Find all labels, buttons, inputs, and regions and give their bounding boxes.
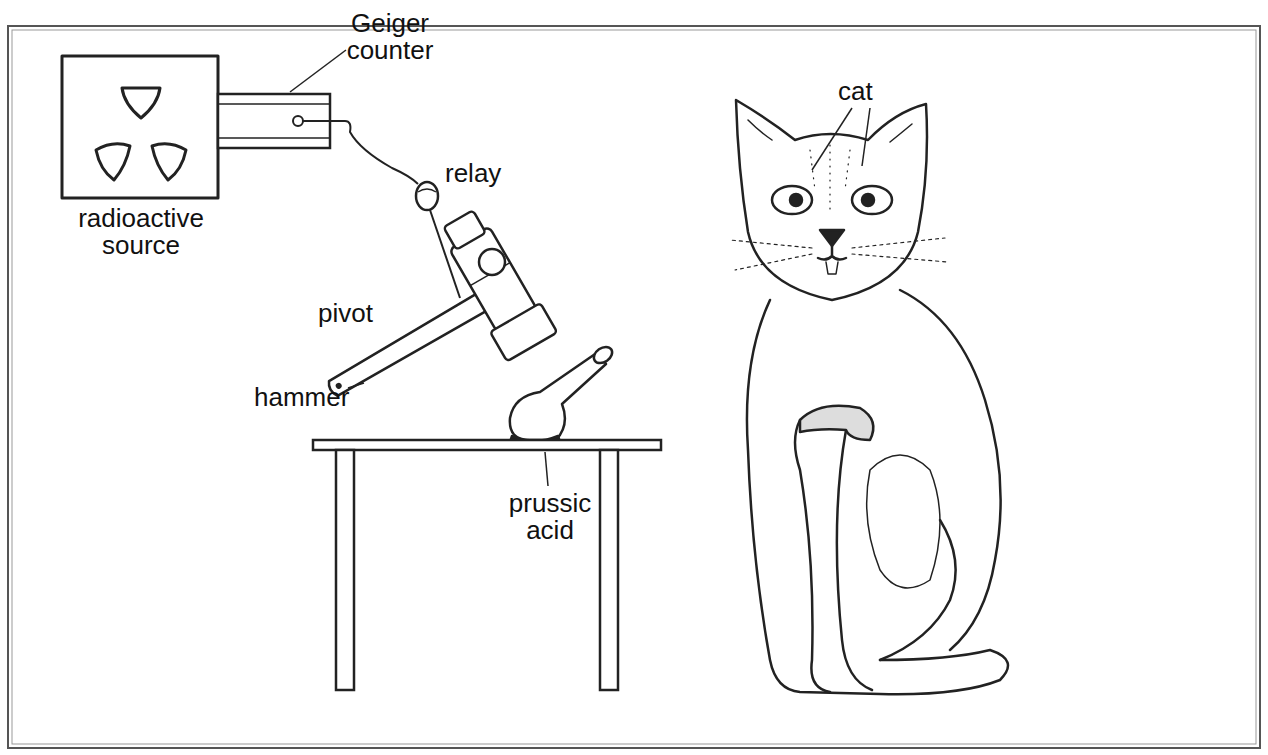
part-label: radioactive source bbox=[55, 205, 227, 260]
part-label: pivot bbox=[318, 300, 373, 327]
frame-inner bbox=[12, 30, 1256, 744]
part-label: Geiger counter bbox=[330, 10, 450, 65]
radioactive-source bbox=[62, 56, 218, 198]
part-label: hammer bbox=[254, 384, 349, 411]
wire bbox=[303, 121, 418, 184]
table bbox=[313, 440, 661, 690]
relay bbox=[416, 182, 438, 210]
part-label: prussic acid bbox=[490, 490, 610, 545]
frame bbox=[8, 26, 1260, 748]
hammer-knob bbox=[479, 249, 505, 275]
flask bbox=[510, 344, 615, 442]
leader-line bbox=[862, 108, 870, 166]
leader-line bbox=[545, 452, 548, 486]
leader-line bbox=[290, 50, 346, 92]
leader-line bbox=[812, 108, 852, 170]
part-label: relay bbox=[445, 160, 501, 187]
cat bbox=[730, 100, 1008, 694]
part-label: cat bbox=[838, 78, 873, 105]
leader-line bbox=[348, 383, 364, 388]
